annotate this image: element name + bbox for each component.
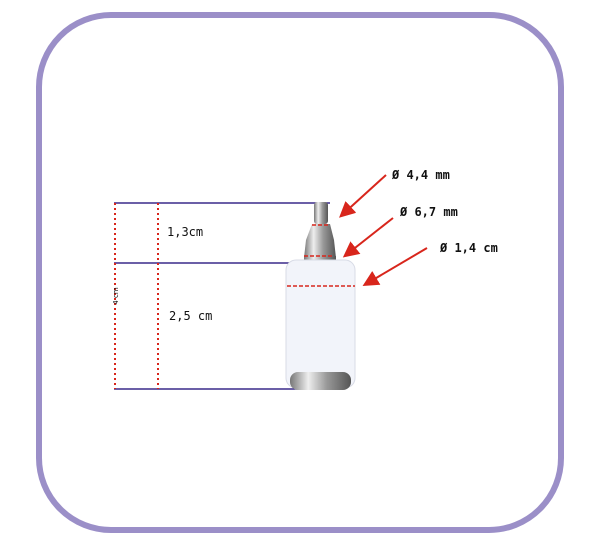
upper-height-label: 1,3cm bbox=[167, 225, 203, 239]
fuel-filter-product bbox=[285, 202, 356, 390]
neck-diameter-label: Ø 6,7 mm bbox=[399, 205, 458, 219]
body-diameter-label: Ø 1,4 cm bbox=[439, 241, 498, 255]
dotted-guides bbox=[114, 203, 159, 389]
frame bbox=[36, 12, 564, 533]
lower-height-label: 2,5 cm bbox=[169, 309, 212, 323]
total-height-label: 4 cm bbox=[112, 287, 120, 305]
diameter-markers bbox=[287, 224, 355, 287]
tip-diameter-label: Ø 4,4 mm bbox=[391, 168, 450, 182]
arrows bbox=[339, 174, 428, 287]
